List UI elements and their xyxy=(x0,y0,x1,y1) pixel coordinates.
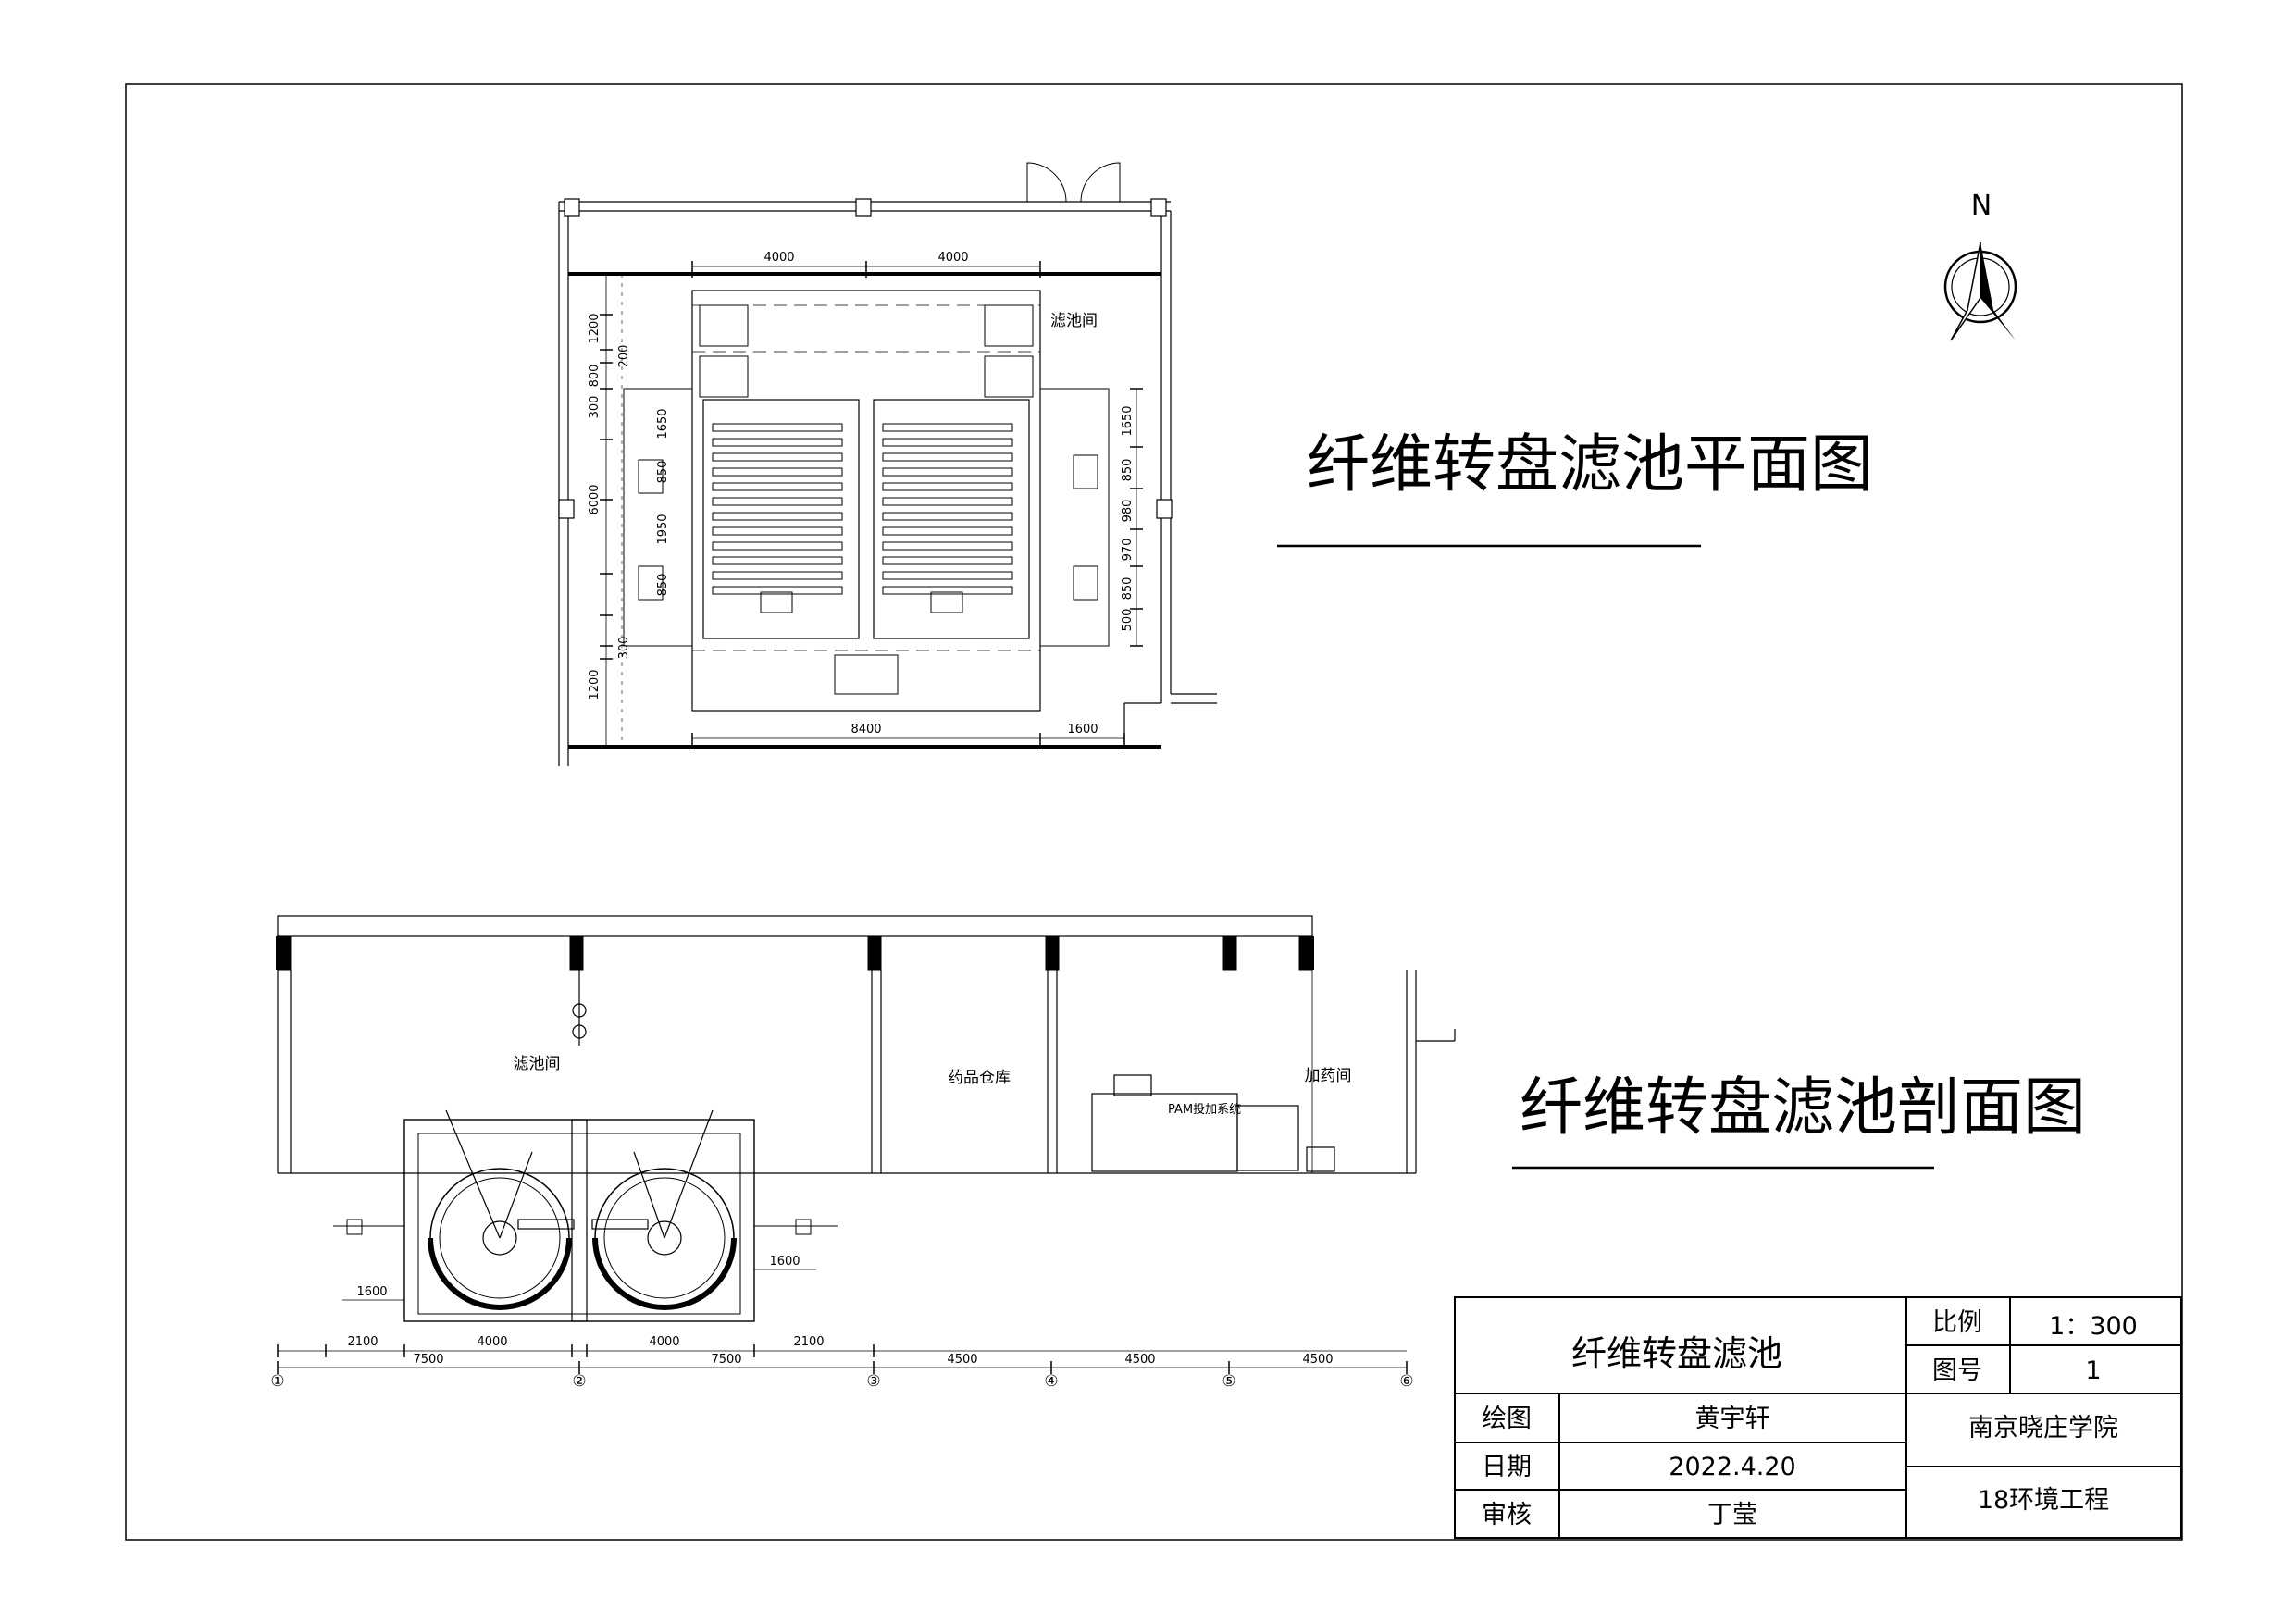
section-dim-row2-5: 4500 xyxy=(1302,1353,1333,1367)
filter-disc xyxy=(882,556,1013,565)
filter-disc xyxy=(712,526,843,536)
section-dim-row2-2: 7500 xyxy=(711,1353,741,1367)
section-dim-lower-1: 1600 xyxy=(356,1285,387,1299)
plan-dim-right-5: 850 xyxy=(1121,577,1135,601)
filter-disc xyxy=(882,586,1013,595)
section-axis-6: ⑥ xyxy=(1399,1372,1413,1391)
tb-date-label: 日期 xyxy=(1482,1453,1532,1481)
disc-drive-unit xyxy=(930,591,963,613)
plan-dim-right-3: 980 xyxy=(1121,500,1135,523)
plan-dim-left-6: 850 xyxy=(656,461,670,484)
plan-dims-left: 1200 800 200 300 1650 850 6000 1950 850 … xyxy=(588,313,670,700)
section-room-filter: 滤池间 xyxy=(514,1055,561,1073)
tb-check-label: 审核 xyxy=(1482,1501,1532,1529)
filter-disc xyxy=(882,571,1013,580)
section-axis-4: ④ xyxy=(1044,1372,1058,1391)
plan-dim-right-6: 500 xyxy=(1121,609,1135,632)
section-axis-leaders xyxy=(277,1368,1408,1373)
plan-view xyxy=(558,162,1217,766)
plan-dim-right-2: 850 xyxy=(1121,459,1135,482)
tb-sheet-label: 图号 xyxy=(1932,1356,1982,1385)
tb-sheet-value: 1 xyxy=(2085,1356,2101,1385)
north-arrow-icon: N xyxy=(1943,190,2017,341)
section-equipment-label: PAM投加系统 xyxy=(1168,1102,1241,1117)
section-dim-row1-1: 2100 xyxy=(347,1335,378,1349)
section-axis-3: ③ xyxy=(866,1372,880,1391)
section-dimension-ticks xyxy=(277,1344,1408,1374)
tb-drawing-name: 纤维转盘滤池 xyxy=(1571,1333,1782,1374)
filter-disc xyxy=(882,452,1013,462)
plan-dim-left-2: 800 xyxy=(588,365,602,388)
filter-disc xyxy=(882,438,1013,447)
filter-disc xyxy=(712,541,843,551)
filter-disc xyxy=(882,541,1013,551)
section-dim-row1-3: 4000 xyxy=(649,1335,679,1349)
section-dim-row1-4: 2100 xyxy=(793,1335,824,1349)
plan-dim-bottom-1: 8400 xyxy=(850,723,881,737)
plan-dim-left-7: 6000 xyxy=(588,484,602,514)
plan-dimension-ticks xyxy=(600,314,1143,660)
plan-dim-left-11: 1200 xyxy=(588,669,602,700)
sheet-border xyxy=(125,83,2183,1541)
section-title: 纤维转盘滤池剖面图 xyxy=(1520,1071,2086,1145)
filter-disc xyxy=(712,423,843,432)
filter-disc xyxy=(712,512,843,521)
plan-dim-left-4: 300 xyxy=(588,396,602,419)
plan-dim-left-9: 850 xyxy=(656,574,670,597)
plan-room-label: 滤池间 xyxy=(1050,312,1098,330)
section-dim-row2-3: 4500 xyxy=(947,1353,977,1367)
tb-school: 南京晓庄学院 xyxy=(1968,1414,2118,1442)
tb-scale-label: 比例 xyxy=(1932,1308,1982,1337)
filter-disc xyxy=(712,482,843,491)
section-room-storage: 药品仓库 xyxy=(948,1069,1011,1087)
plan-dims-right: 1650 850 980 970 850 500 xyxy=(1121,405,1135,631)
section-dim-row1-2: 4000 xyxy=(477,1335,507,1349)
section-dim-row2-4: 4500 xyxy=(1124,1353,1155,1367)
plan-dim-left-5: 1650 xyxy=(656,408,670,439)
tb-drawn-value: 黄宇轩 xyxy=(1695,1405,1770,1433)
section-axis-5: ⑤ xyxy=(1222,1372,1235,1391)
title-block xyxy=(1454,1296,2182,1539)
filter-disc xyxy=(712,571,843,580)
filter-disc xyxy=(712,452,843,462)
tb-class: 18环境工程 xyxy=(1978,1486,2109,1515)
filter-disc xyxy=(712,467,843,477)
tb-date-value: 2022.4.20 xyxy=(1669,1453,1795,1481)
plan-dim-left-3: 200 xyxy=(617,345,631,368)
plan-dim-top-2: 4000 xyxy=(937,251,968,265)
plan-dim-left-8: 1950 xyxy=(656,514,670,544)
filter-disc xyxy=(712,438,843,447)
section-dim-row2-1: 7500 xyxy=(413,1353,443,1367)
plan-dim-right-1: 1650 xyxy=(1121,405,1135,436)
tb-check-value: 丁莹 xyxy=(1707,1501,1757,1529)
filter-disc xyxy=(712,556,843,565)
plan-dim-bottom-2: 1600 xyxy=(1067,723,1098,737)
filter-disc xyxy=(882,526,1013,536)
tb-scale-value: 1：300 xyxy=(2049,1312,2138,1341)
tb-drawn-label: 绘图 xyxy=(1482,1405,1532,1433)
filter-disc xyxy=(882,512,1013,521)
filter-disc xyxy=(882,467,1013,477)
section-dim-lower-2: 1600 xyxy=(769,1255,800,1269)
filter-disc xyxy=(712,586,843,595)
plan-dim-right-4: 970 xyxy=(1121,539,1135,562)
filter-disc xyxy=(882,423,1013,432)
filter-disc xyxy=(882,482,1013,491)
filter-disc xyxy=(712,497,843,506)
section-dimension-lines xyxy=(278,1269,1407,1368)
plan-title: 纤维转盘滤池平面图 xyxy=(1307,428,1873,501)
section-view xyxy=(276,915,1456,1322)
section-room-dosing: 加药间 xyxy=(1305,1067,1352,1085)
plan-dim-top-1: 4000 xyxy=(763,251,794,265)
section-axis-1: ① xyxy=(270,1372,284,1391)
plan-dim-left-10: 300 xyxy=(617,637,631,660)
section-axis-2: ② xyxy=(572,1372,586,1391)
filter-disc-rows xyxy=(712,423,1013,613)
plan-dim-left-1: 1200 xyxy=(588,313,602,343)
filter-disc xyxy=(882,497,1013,506)
disc-drive-unit xyxy=(760,591,793,613)
north-label: N xyxy=(1971,190,1992,222)
